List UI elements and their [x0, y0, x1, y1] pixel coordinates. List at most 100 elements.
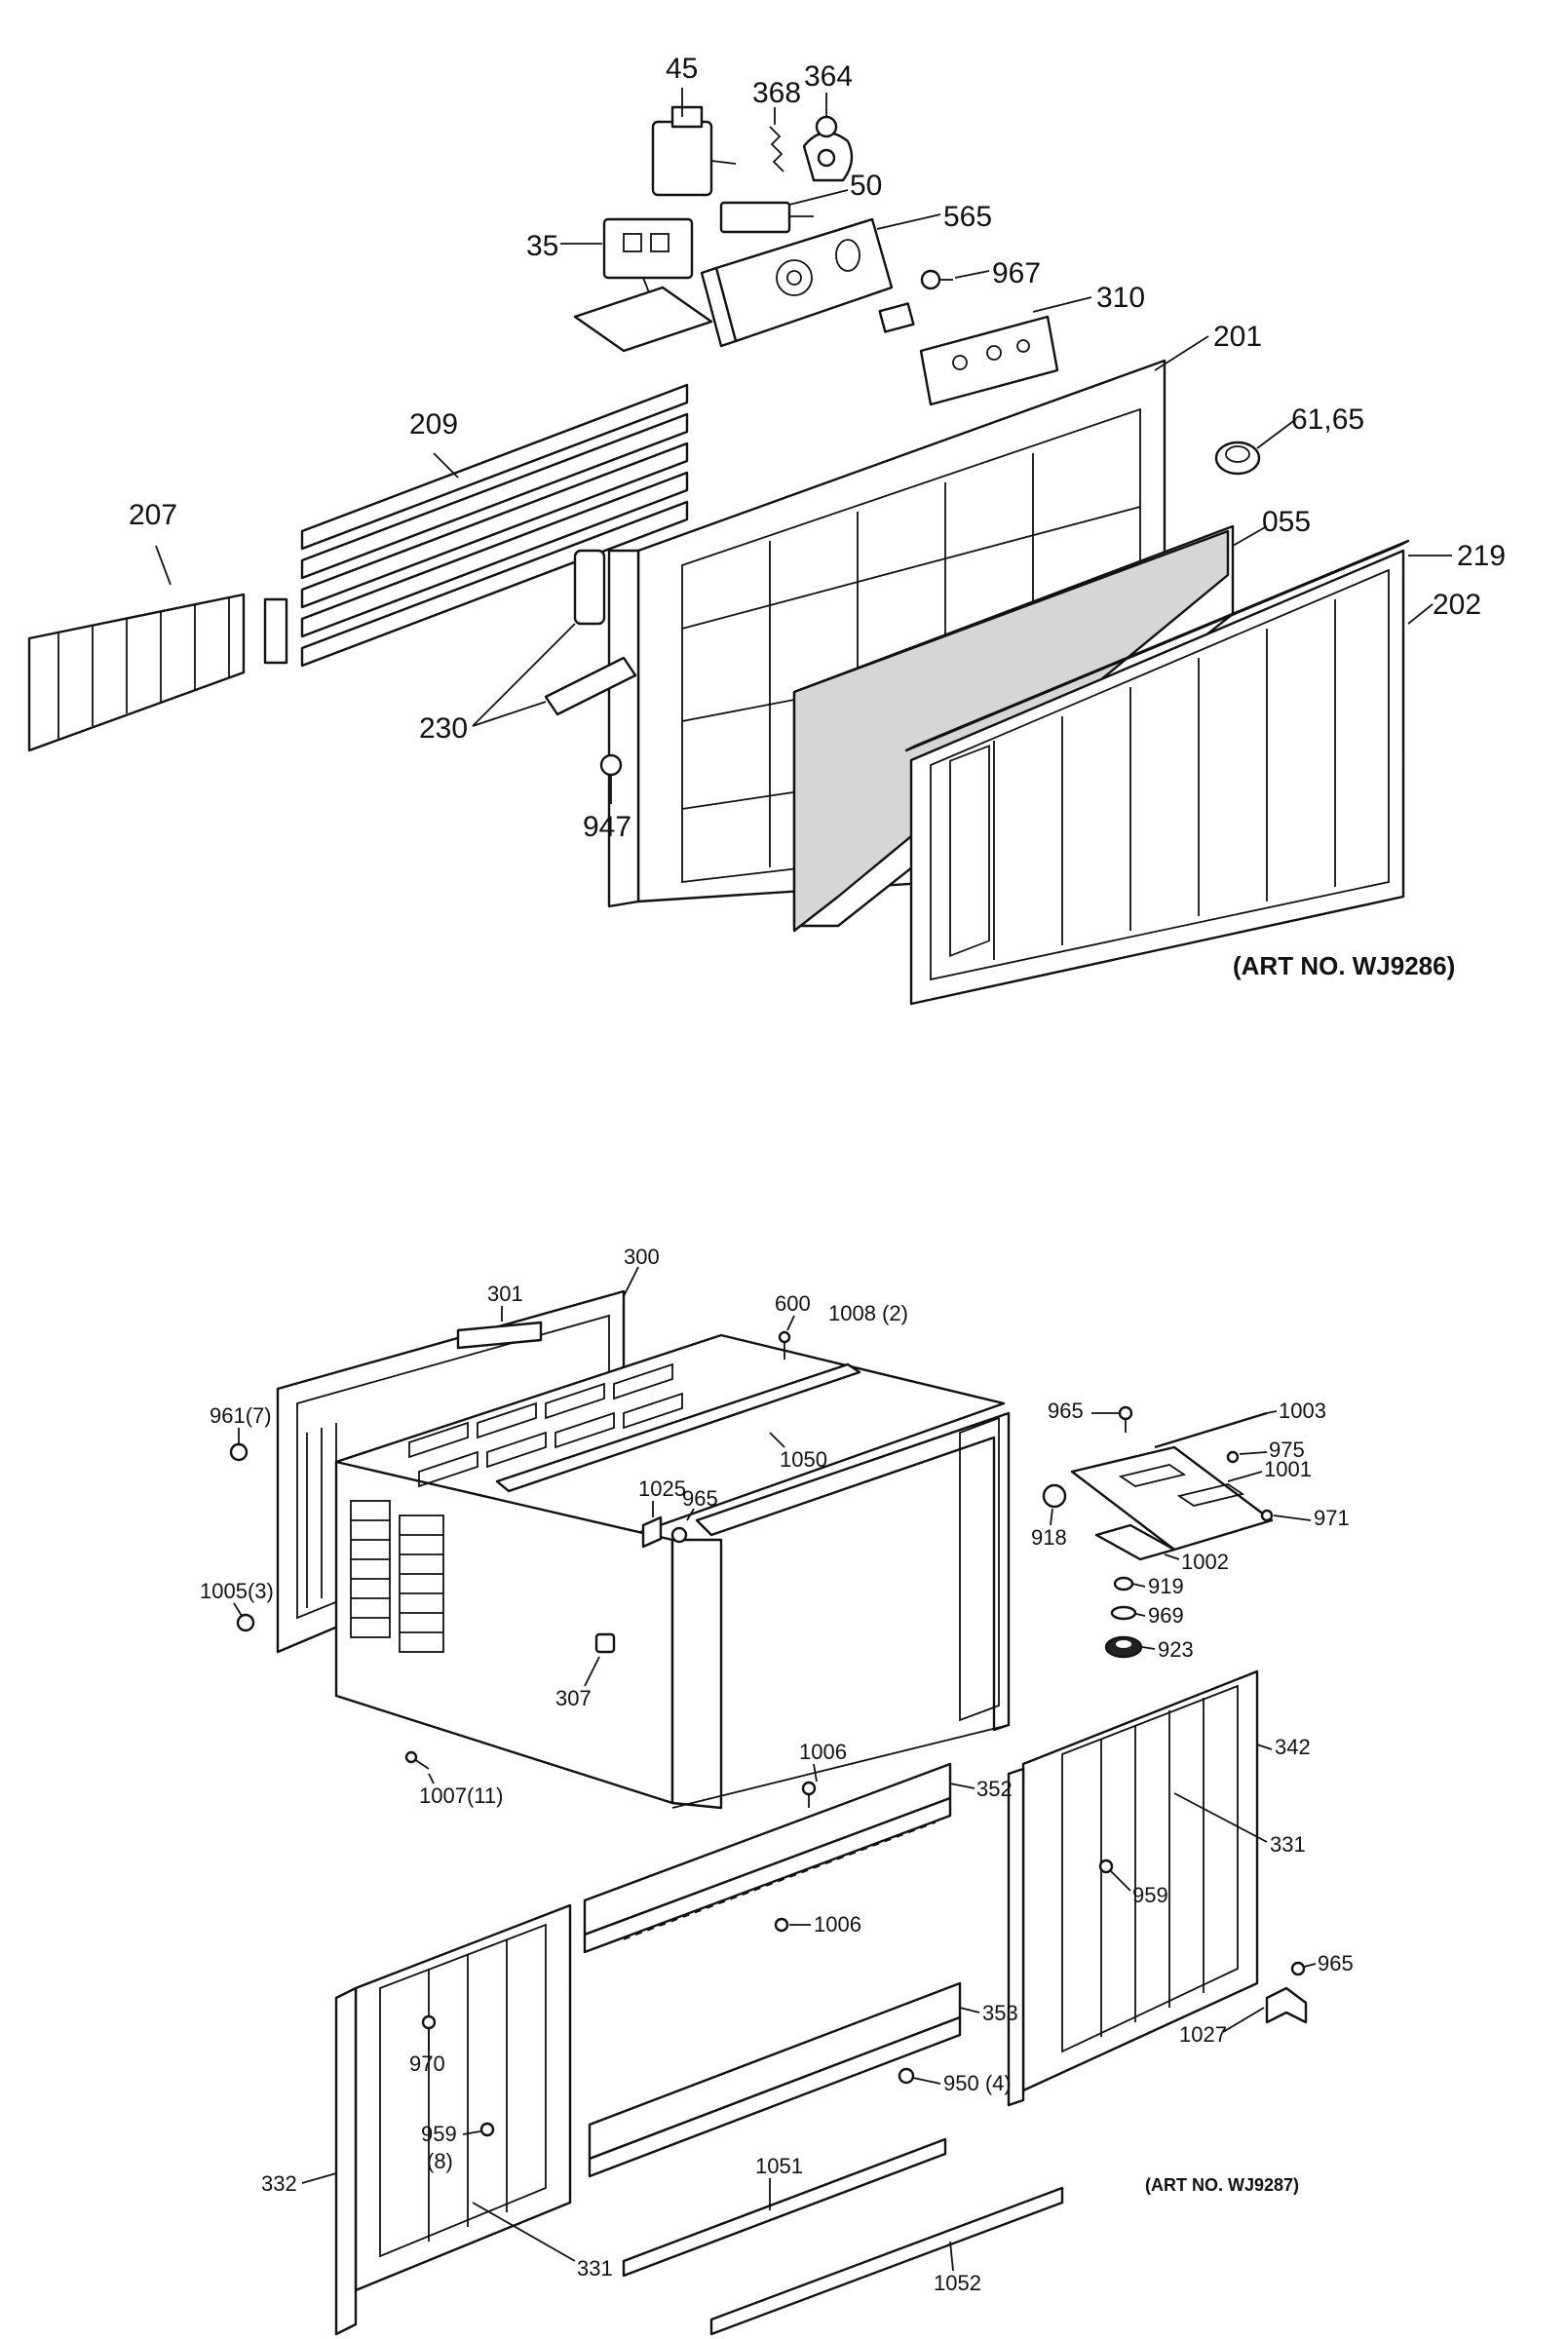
- part-947-screw: [599, 753, 623, 804]
- label-50: 50: [850, 170, 882, 202]
- part-975-screw: [1226, 1450, 1268, 1464]
- control-bracket-sheet: [573, 286, 713, 353]
- cabinet-assembly-diagram: 301 300 600 1008 (2) 961(7) 1050 1025 96…: [200, 1245, 1354, 2336]
- label-1006b: 1006: [814, 1912, 861, 1936]
- label-1001: 1001: [1264, 1457, 1312, 1481]
- part-35-selector: [560, 217, 694, 303]
- part-1052-strip: [709, 2186, 1064, 2336]
- part-971-screw: [1260, 1509, 1312, 1522]
- label-1051: 1051: [755, 2154, 803, 2178]
- label-950: 950 (4): [943, 2071, 1012, 2095]
- part-310-nameplate: [919, 296, 1092, 406]
- label-055: 055: [1262, 506, 1311, 538]
- label-307: 307: [555, 1686, 592, 1710]
- label-959a: 959: [1132, 1883, 1168, 1907]
- label-975: 975: [1269, 1438, 1305, 1462]
- label-310: 310: [1096, 282, 1145, 314]
- label-202: 202: [1433, 589, 1481, 621]
- part-950-screw: [898, 2067, 941, 2085]
- part-332-side-panel: [301, 1903, 572, 2336]
- front-assembly-diagram: 45 368 364 50 35 565 967 310 201 61,65 2…: [27, 53, 1506, 1006]
- label-1027: 1027: [1179, 2022, 1227, 2047]
- part-965a-screw: [670, 1508, 695, 1544]
- label-923: 923: [1158, 1637, 1194, 1662]
- louver-spacer: [263, 597, 288, 665]
- switch-cover: [878, 302, 915, 333]
- label-209: 209: [409, 408, 458, 441]
- label-971: 971: [1314, 1506, 1350, 1530]
- part-6165-knob: [1214, 418, 1297, 476]
- part-202-front-grille: [909, 549, 1434, 1006]
- label-970: 970: [409, 2051, 445, 2076]
- part-307-plug: [584, 1632, 616, 1687]
- part-969-bolt: [1110, 1605, 1146, 1621]
- part-1025-bracket: [641, 1501, 663, 1549]
- label-342: 342: [1275, 1735, 1311, 1759]
- part-353-rail: [588, 1981, 980, 2178]
- label-965a: 965: [682, 1486, 718, 1511]
- part-919-washer: [1113, 1576, 1146, 1591]
- part-1006a-screw: [801, 1763, 818, 1808]
- part-918-nut: [1042, 1483, 1067, 1526]
- label-219: 219: [1457, 540, 1506, 572]
- label-1008: 1008 (2): [828, 1301, 908, 1325]
- label-201: 201: [1213, 321, 1262, 353]
- label-965b: 965: [1048, 1399, 1084, 1423]
- part-1027-clip: [1222, 1986, 1308, 2033]
- part-1007-screw: [404, 1750, 435, 1784]
- label-1025: 1025: [638, 1476, 686, 1501]
- label-600: 600: [775, 1291, 811, 1316]
- part-1050-top-strip: [495, 1362, 861, 1493]
- label-1002: 1002: [1181, 1550, 1229, 1574]
- part-565-control-panel: [700, 213, 941, 348]
- part-209-louvers: [300, 383, 689, 668]
- part-368-spring: [769, 107, 784, 173]
- part-1001-mount-bracket: [1070, 1445, 1274, 1552]
- part-967-screw: [920, 269, 990, 290]
- art-number-2: (ART NO. WJ9287): [1145, 2175, 1299, 2195]
- part-45-switch: [651, 88, 737, 197]
- label-8: (8): [427, 2149, 453, 2173]
- label-947: 947: [583, 811, 631, 843]
- part-600-screw: [778, 1315, 795, 1360]
- part-342-side-panel: [1007, 1669, 1273, 2107]
- part-1005-screw: [233, 1602, 255, 1632]
- part-230-bushing: [472, 549, 637, 727]
- label-1003: 1003: [1279, 1399, 1326, 1423]
- part-965c-screw: [1290, 1961, 1317, 1976]
- part-1002-bracket: [1094, 1523, 1180, 1561]
- part-364-cam: [802, 93, 854, 182]
- label-331a: 331: [1270, 1832, 1306, 1857]
- label-919: 919: [1148, 1574, 1184, 1598]
- label-1052: 1052: [934, 2271, 981, 2295]
- label-1050: 1050: [780, 1447, 827, 1472]
- label-1005: 1005(3): [200, 1579, 274, 1603]
- part-352-rail: [583, 1762, 975, 1954]
- part-959a-screw: [1098, 1859, 1131, 1892]
- label-969: 969: [1148, 1603, 1184, 1628]
- part-219-strip: [904, 539, 1452, 752]
- label-959b: 959: [421, 2122, 457, 2146]
- part-1003-rod: [1154, 1410, 1278, 1449]
- part-923-pad: [1104, 1635, 1156, 1659]
- label-45: 45: [666, 53, 698, 85]
- label-300: 300: [624, 1245, 660, 1269]
- label-230: 230: [419, 712, 468, 745]
- part-959b-screw: [462, 2122, 495, 2137]
- label-353: 353: [982, 2001, 1018, 2025]
- label-1006a: 1006: [799, 1740, 847, 1764]
- label-918: 918: [1031, 1525, 1067, 1550]
- label-207: 207: [129, 499, 177, 531]
- part-1006b-screw: [774, 1917, 811, 1933]
- part-50-switch: [719, 189, 849, 234]
- label-1007: 1007(11): [419, 1783, 503, 1808]
- label-368: 368: [752, 77, 801, 109]
- label-35: 35: [526, 230, 558, 262]
- part-965b-screw: [1091, 1405, 1133, 1433]
- label-6165: 61,65: [1291, 403, 1364, 436]
- art-number-1: (ART NO. WJ9286): [1233, 951, 1455, 980]
- part-961-screw: [229, 1428, 249, 1462]
- leader-331b: [472, 2202, 576, 2262]
